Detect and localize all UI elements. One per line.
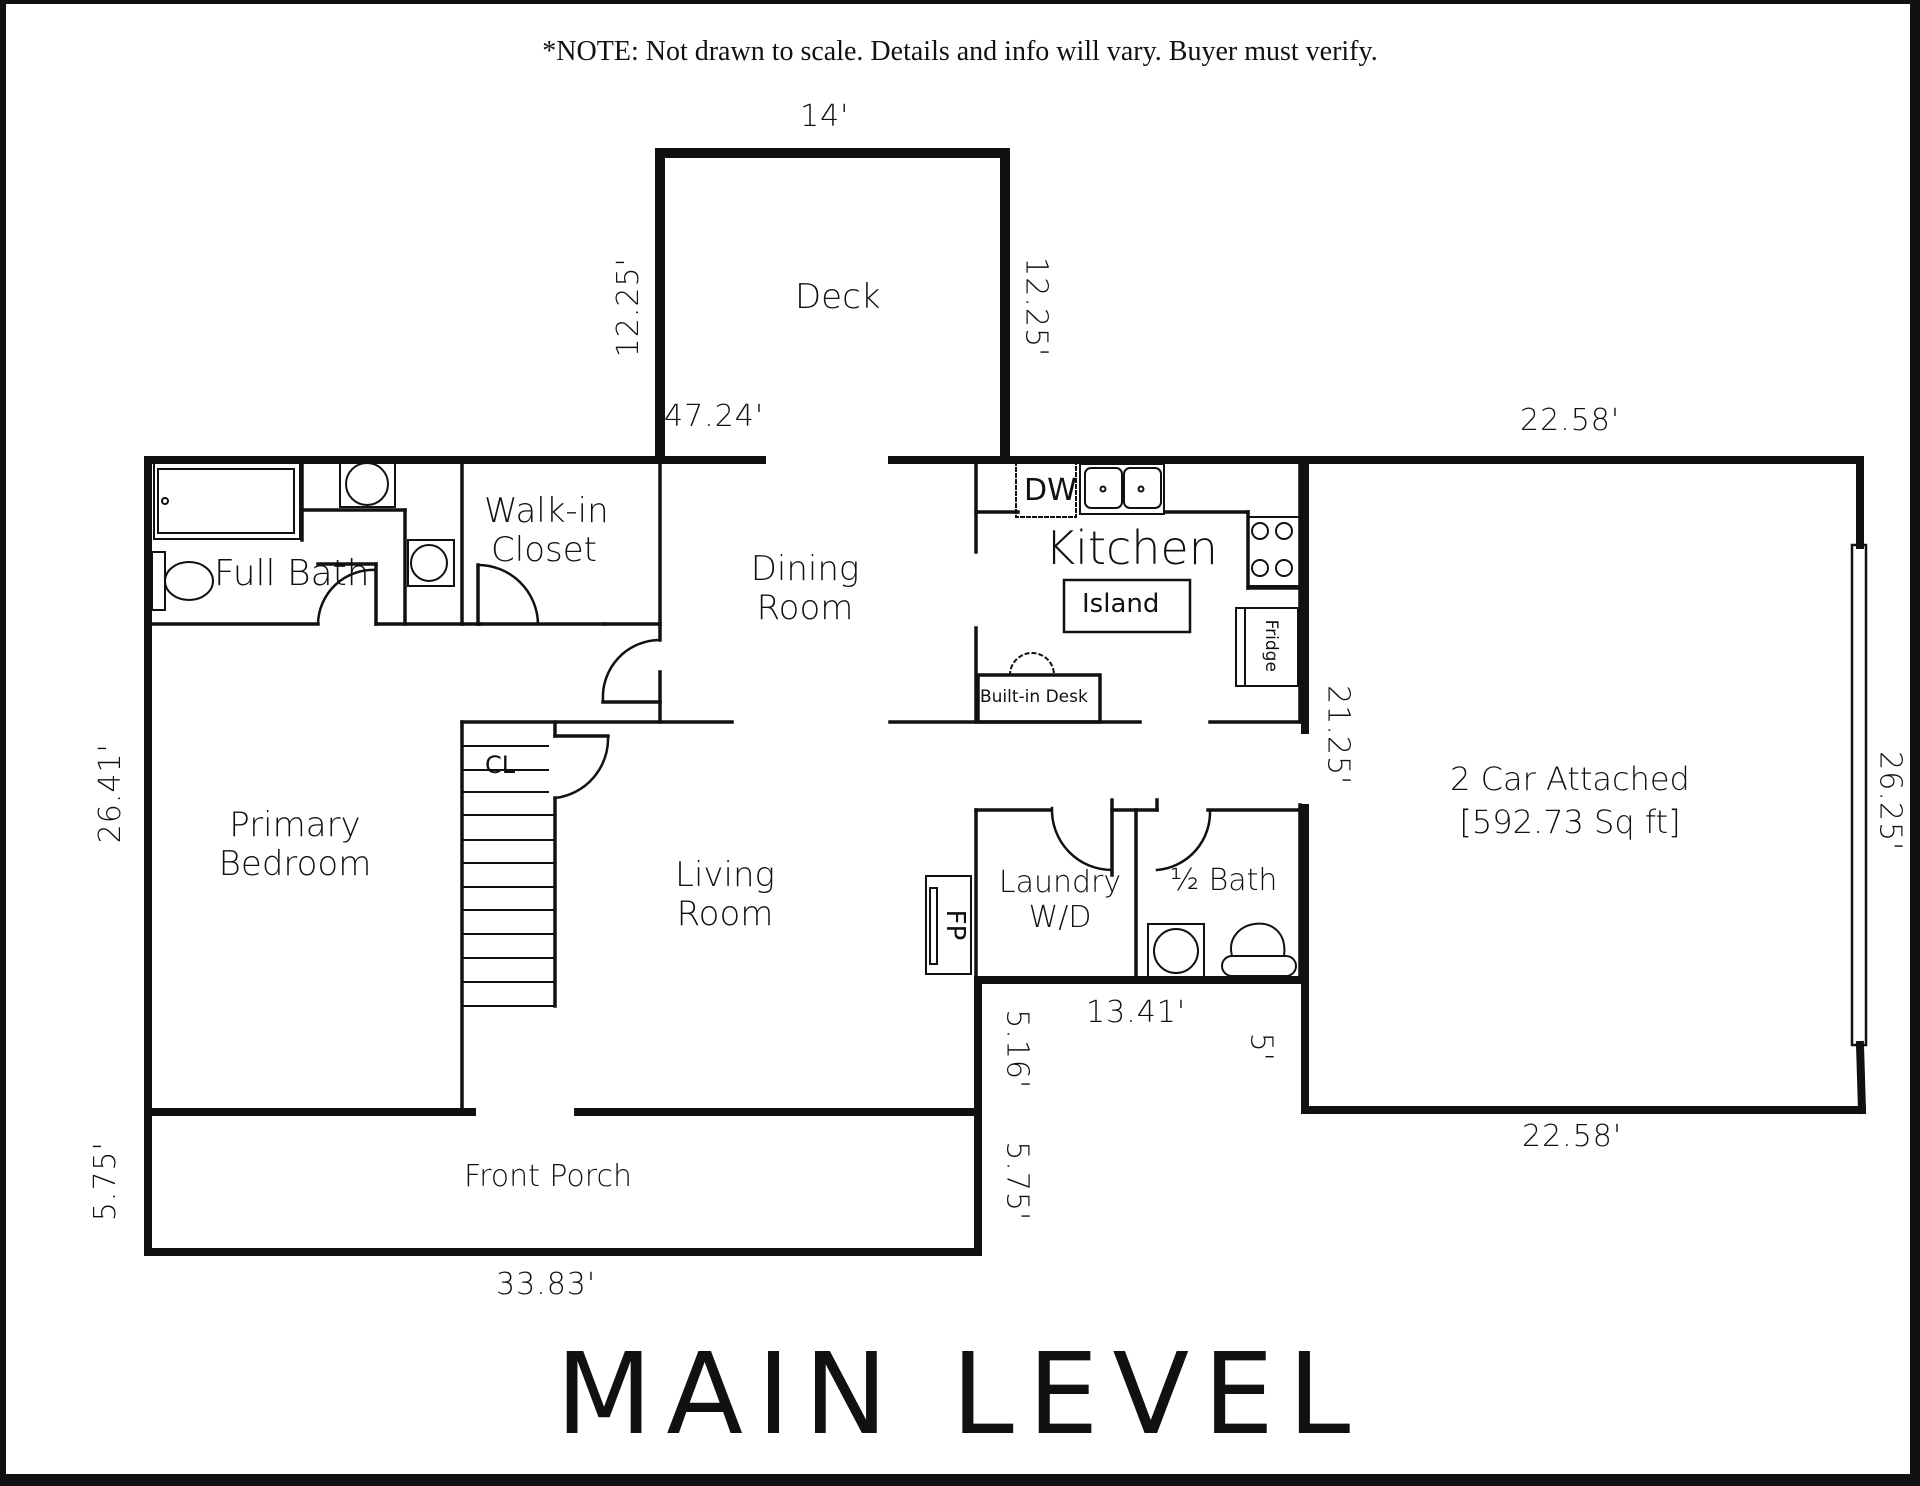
dishwasher-label: DW bbox=[1024, 473, 1077, 508]
laundry-line2: W/D bbox=[1028, 899, 1092, 935]
closet-label: CL bbox=[485, 751, 516, 779]
laundry-line1: Laundry bbox=[998, 865, 1122, 900]
walk-in-closet-line1: Walk-in bbox=[484, 491, 609, 531]
fridge-label: Fridge bbox=[1260, 619, 1281, 672]
dim-garage-left: 21.25' bbox=[1320, 685, 1356, 786]
room-label-front-porch: Front Porch bbox=[464, 1159, 632, 1194]
living-room-line1: Living bbox=[675, 855, 775, 895]
fireplace-label: FP bbox=[939, 909, 970, 941]
room-label-garage: 2 Car Attached [592.73 Sq ft] bbox=[1440, 758, 1700, 844]
dim-deck-left: 12.25' bbox=[610, 257, 646, 358]
dim-notch-right: 5' bbox=[1243, 1032, 1279, 1062]
dim-house-rear: 47.24' bbox=[664, 399, 765, 434]
dim-garage-right: 26.25' bbox=[1872, 751, 1908, 852]
dining-room-line1: Dining bbox=[750, 549, 860, 589]
dining-room-line2: Room bbox=[756, 588, 854, 629]
dim-house-left: 26.41' bbox=[92, 743, 128, 844]
room-label-laundry: Laundry W/D bbox=[990, 865, 1130, 935]
deck-outline bbox=[655, 148, 1010, 463]
garage-line2: [592.73 Sq ft] bbox=[1459, 803, 1681, 842]
dim-porch-width: 33.83' bbox=[496, 1267, 597, 1302]
stair-treads bbox=[461, 745, 556, 1007]
dim-porch-right: 5.75' bbox=[999, 1141, 1035, 1222]
room-label-primary-bedroom: Primary Bedroom bbox=[210, 805, 380, 885]
interior-walls bbox=[146, 459, 1302, 1114]
dim-garage-bottom: 22.58' bbox=[1522, 1119, 1623, 1154]
room-label-kitchen: Kitchen bbox=[1045, 521, 1218, 575]
room-label-half-bath: ½ Bath bbox=[1170, 863, 1278, 898]
walk-in-closet-line2: Closet bbox=[491, 530, 597, 571]
exterior-walls bbox=[144, 456, 1867, 1256]
garage-line1: 2 Car Attached bbox=[1450, 760, 1690, 798]
primary-bedroom-line2: Bedroom bbox=[218, 844, 372, 885]
disclaimer-note: *NOTE: Not drawn to scale. Details and i… bbox=[542, 36, 1378, 67]
island-label: Island bbox=[1082, 589, 1160, 619]
dim-notch-left: 5.16' bbox=[999, 1009, 1035, 1090]
room-label-walk-in-closet: Walk-in Closet bbox=[484, 491, 609, 571]
living-room-line2: Room bbox=[676, 894, 774, 935]
primary-bedroom-line1: Primary bbox=[229, 805, 361, 845]
room-label-dining-room: Dining Room bbox=[740, 549, 870, 629]
dim-deck-width: 14' bbox=[800, 99, 850, 134]
dim-notch-width: 13.41' bbox=[1086, 995, 1187, 1030]
dim-garage-top: 22.58' bbox=[1520, 403, 1621, 438]
garage-door bbox=[1850, 543, 1868, 1047]
built-in-desk-label: Built-in Desk bbox=[980, 687, 1088, 707]
room-label-deck: Deck bbox=[795, 277, 881, 317]
fixtures bbox=[151, 460, 1301, 979]
room-label-living-room: Living Room bbox=[660, 855, 790, 935]
room-label-full-bath: Full Bath bbox=[214, 553, 370, 594]
level-title: MAIN LEVEL bbox=[555, 1330, 1365, 1460]
dim-deck-right: 12.25' bbox=[1018, 257, 1054, 358]
dim-porch-left: 5.75' bbox=[87, 1141, 123, 1222]
